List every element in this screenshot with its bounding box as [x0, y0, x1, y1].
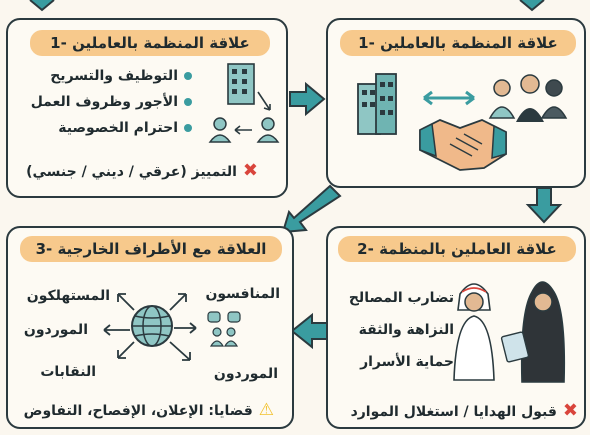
panel-title: 2- علاقة العاملين بالمنظمة [338, 236, 576, 262]
cross-icon: ✖ [562, 400, 578, 421]
node-competitors: المنافسون [205, 286, 280, 302]
bullet-wages: الأجور وظروف العمل [31, 94, 192, 110]
node-unions: النقابات [40, 364, 96, 380]
panel-title: 1- علاقة المنظمة بالعاملين [340, 30, 576, 56]
people-group-icon [488, 74, 568, 122]
person-icon [208, 117, 232, 143]
bullet-hiring: التوظيف والتسريح [50, 68, 192, 84]
warning-icon: ⚠ [258, 400, 274, 420]
man-icon [453, 283, 495, 381]
node-suppliers-right: الموردون [213, 366, 278, 382]
cross-icon: ✖ [242, 160, 258, 181]
discrimination-warning: ✖التمييز (عرقي / ديني / جنسي) [26, 160, 258, 181]
people-group-icon [207, 311, 241, 347]
handshake-icon [419, 119, 507, 171]
globe-icon [131, 305, 173, 347]
double-arrow-icon [423, 90, 475, 106]
person-icon [256, 117, 280, 143]
panel-title: 3- العلاقة مع الأطراف الخارجية [20, 236, 282, 262]
item-confidentiality: حماية الأسرار [360, 354, 454, 370]
building-icon [227, 63, 255, 105]
panel-title: 1- علاقة المنظمة بالعاملين [30, 30, 270, 56]
arrow-p1-to-p2 [525, 187, 563, 224]
woman-icon [500, 281, 566, 383]
building-icon [357, 73, 397, 135]
node-consumers: المستهلكون [26, 288, 110, 304]
issues-note: ⚠قضايا: الإعلان، الإفصاح، التفاوض [23, 400, 274, 420]
item-integrity-trust: النزاهة والثقة [358, 322, 454, 338]
item-conflict-of-interest: تضارب المصالح [348, 290, 454, 306]
arrow-p1-to-p1 [289, 81, 326, 117]
bullet-privacy: احترام الخصوصية [58, 120, 192, 136]
arrow-p1-to-p3 [281, 184, 342, 234]
node-suppliers-left: الموردون [23, 322, 88, 338]
gifts-warning: ✖قبول الهدايا / استغلال الموارد [350, 400, 578, 421]
